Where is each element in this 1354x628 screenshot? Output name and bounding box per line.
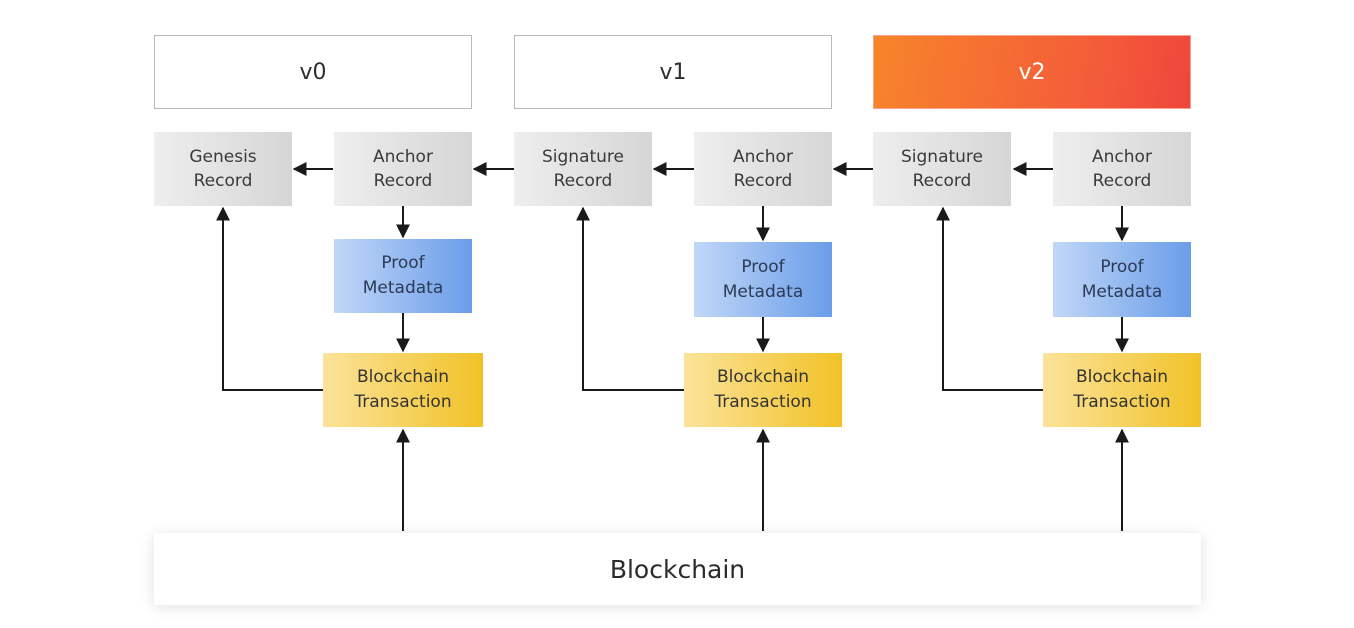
arrow-tx0-to-genesis <box>216 206 323 391</box>
proof-metadata-v0: Proof Metadata <box>334 239 472 313</box>
anchor-record-v2: Anchor Record <box>1053 132 1191 206</box>
proof-metadata-v1: Proof Metadata <box>694 242 832 317</box>
arrow-tx2-to-signature2 <box>936 206 1043 391</box>
genesis-record: Genesis Record <box>154 132 292 206</box>
blockchain-transaction-v0: Blockchain Transaction <box>323 353 483 427</box>
version-v1: v1 <box>514 35 832 109</box>
blockchain-bar: Blockchain <box>154 533 1201 605</box>
blockchain-transaction-v2: Blockchain Transaction <box>1043 353 1201 427</box>
blockchain-transaction-v1: Blockchain Transaction <box>684 353 842 427</box>
anchor-record-v1: Anchor Record <box>694 132 832 206</box>
signature-record-v1: Signature Record <box>514 132 652 206</box>
arrow-tx1-to-signature1 <box>576 206 684 391</box>
version-v2: v2 <box>873 35 1191 109</box>
signature-record-v2: Signature Record <box>873 132 1011 206</box>
proof-metadata-v2: Proof Metadata <box>1053 242 1191 317</box>
anchor-record-v0: Anchor Record <box>334 132 472 206</box>
version-v0: v0 <box>154 35 472 109</box>
